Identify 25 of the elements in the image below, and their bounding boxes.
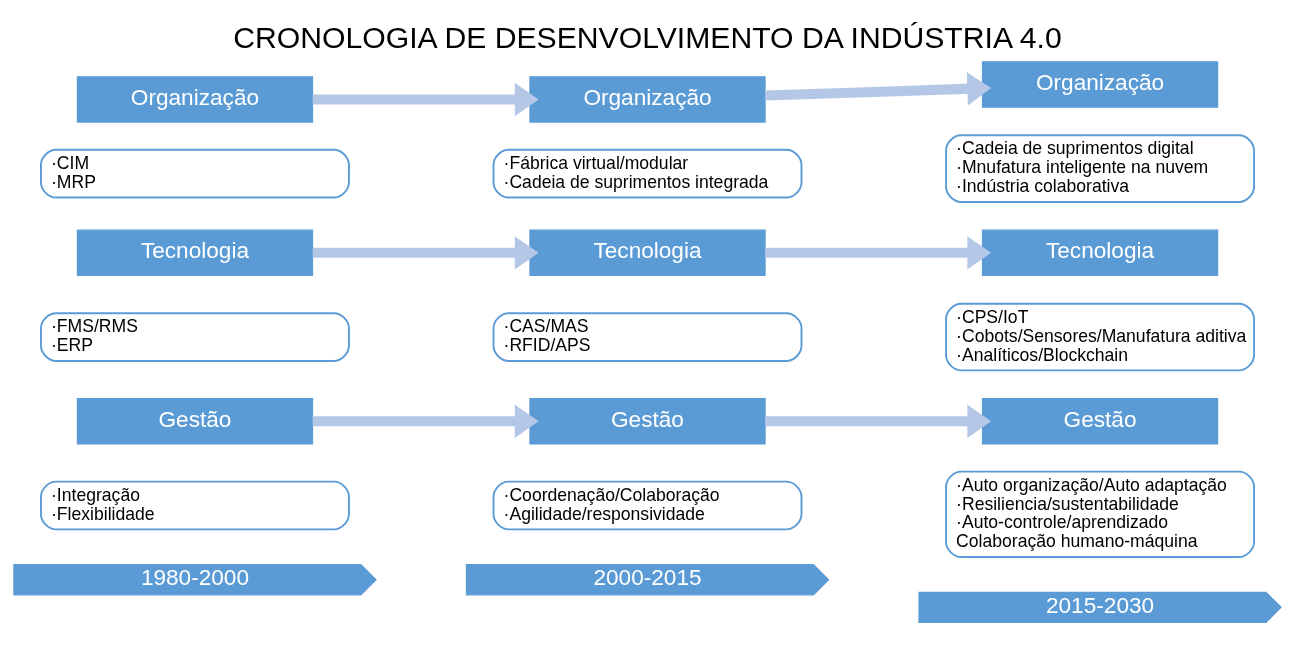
node-box: ·FMS/RMS ·ERP	[40, 311, 350, 362]
arrow	[765, 404, 992, 438]
node-box: Tecnologia	[76, 229, 314, 276]
node-box: Tecnologia	[981, 229, 1219, 276]
node-box: ·CIM ·MRP	[40, 148, 350, 198]
arrow	[312, 82, 539, 116]
node-box: ·Coordenação/Colaboração ·Agilidade/responsividade	[492, 480, 803, 530]
node-box: Gestão	[529, 397, 766, 445]
node-box: ·Auto organização/Auto adaptação ·Resiliencia/sustentabilidade ·Auto-controle/aprendizado Colaboração humano-máquina	[945, 470, 1255, 558]
node-box: ·CAS/MAS ·RFID/APS	[492, 311, 803, 362]
node-box: ·CPS/IoT ·Cobots/Sensores/Manufatura aditiva ·Analíticos/Blockchain	[945, 302, 1255, 371]
arrow	[765, 71, 992, 105]
arrow	[765, 235, 992, 270]
node-box: ·Integração ·Flexibilidade	[40, 480, 350, 530]
arrow	[312, 235, 539, 270]
node-box: Tecnologia	[529, 229, 766, 276]
node-box: Gestão	[981, 397, 1219, 445]
node-box: ·Cadeia de suprimentos digital ·Mnufatura inteligente na nuvem ·Indústria colaborativa	[945, 133, 1255, 203]
arrow	[312, 404, 539, 438]
node-box: Gestão	[76, 397, 314, 445]
node-box: Organização	[981, 60, 1219, 108]
diagram-title: CRONOLOGIA DE DESENVOLVIMENTO DA INDÚSTRIA 4.0	[233, 20, 1062, 54]
node-box: ·Fábrica virtual/modular ·Cadeia de suprimentos integrada	[492, 148, 803, 198]
node-box: Organização	[529, 75, 766, 123]
node-box: Organização	[76, 75, 314, 123]
